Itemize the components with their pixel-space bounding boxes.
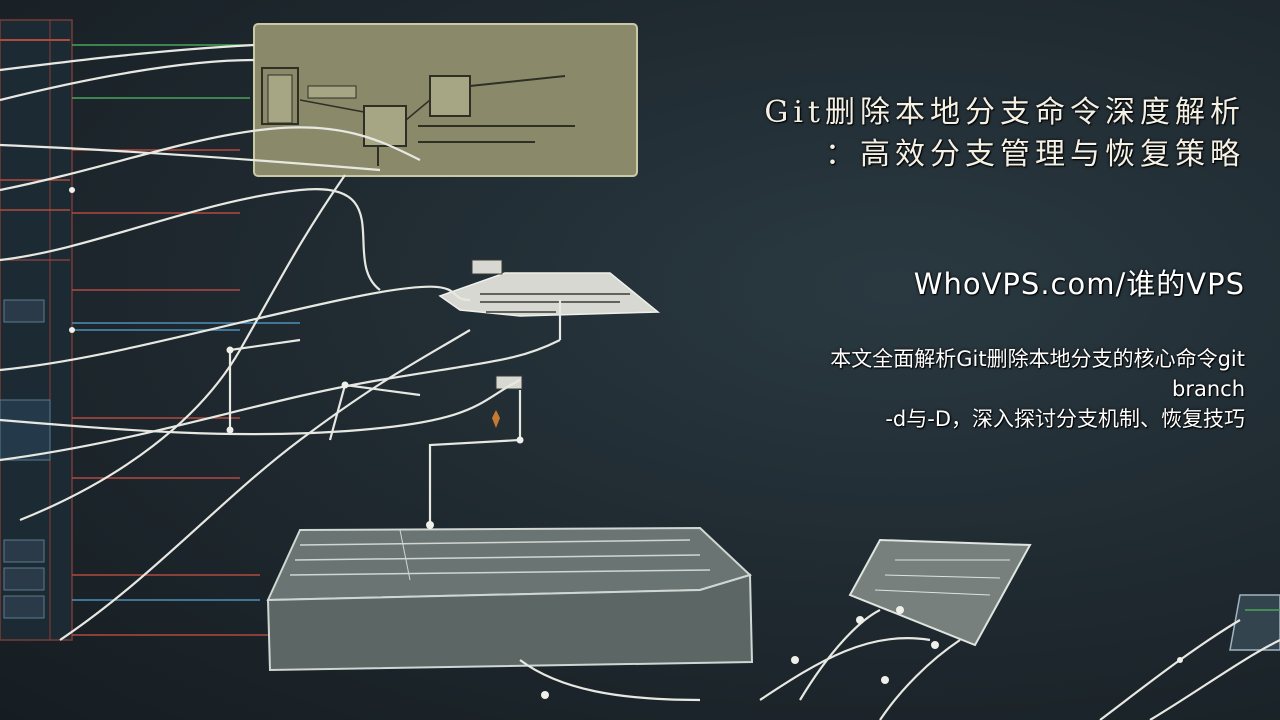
description: 本文全面解析Git删除本地分支的核心命令git branch -d与-D，深入探…: [685, 344, 1245, 434]
description-line-2: branch: [1172, 377, 1245, 401]
left-dashboard-panel: [0, 19, 73, 641]
site-name: WhoVPS.com/谁的VPS: [913, 267, 1245, 301]
title-line-1: Git删除本地分支命令深度解析: [764, 95, 1245, 130]
network-nodes: [69, 187, 1183, 699]
middle-arrow-panel: [438, 259, 661, 428]
right-tablet: [848, 538, 1280, 651]
data-rows: [72, 44, 300, 636]
network-lines: [0, 43, 1280, 720]
title-line-2: ：高效分支管理与恢复策略: [825, 137, 1245, 172]
bottom-slab: [266, 526, 754, 672]
description-line-1: 本文全面解析Git删除本地分支的核心命令git: [830, 347, 1245, 371]
description-line-3: -d与-D，深入探讨分支机制、恢复技巧: [885, 407, 1245, 431]
page-title: Git删除本地分支命令深度解析 ：高效分支管理与恢复策略: [685, 92, 1245, 176]
top-panel: [253, 23, 638, 177]
